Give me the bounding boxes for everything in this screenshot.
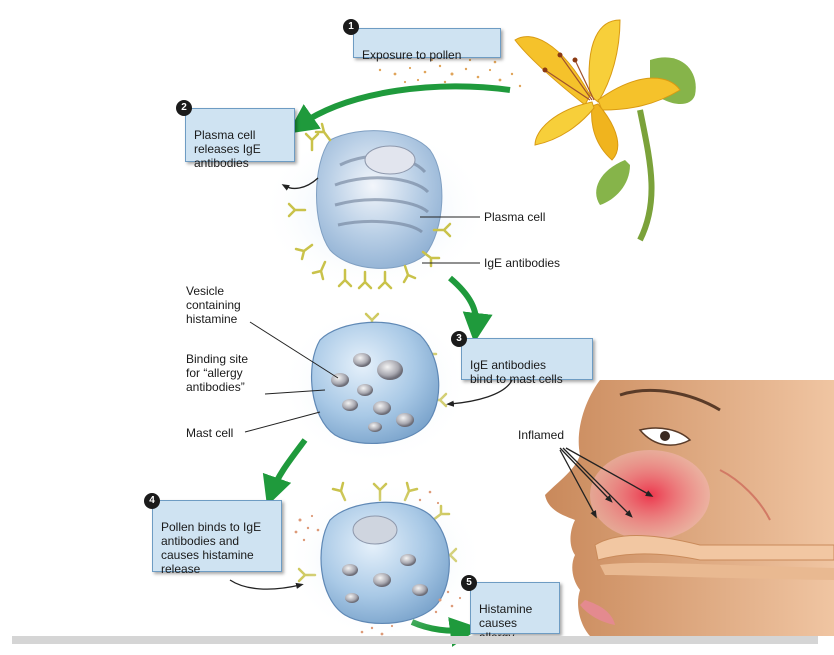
bottom-scroll-bar (12, 636, 818, 644)
step-3-badge: 3 (451, 331, 467, 347)
label-plasma-cell: Plasma cell (484, 210, 545, 224)
label-vesicle: Vesicle containing histamine (186, 284, 241, 326)
step-1-text: Exposure to pollen (362, 48, 461, 62)
label-binding-site: Binding site for “allergy antibodies” (186, 352, 248, 394)
step-3-text: IgE antibodies bind to mast cells (470, 358, 563, 386)
step-4-badge: 4 (144, 493, 160, 509)
step-5-box: Histamine causes allergy (470, 582, 560, 634)
arrow-pollen-to-plasma (300, 86, 510, 125)
mast-cell-releasing (285, 480, 485, 640)
step-4-text: Pollen binds to IgE antibodies and cause… (161, 520, 261, 576)
label-inflamed: Inflamed (518, 428, 564, 442)
step-5-badge: 5 (461, 575, 477, 591)
label-mast-cell: Mast cell (186, 426, 233, 440)
mast-cell (280, 305, 470, 465)
step-2-badge: 2 (176, 100, 192, 116)
step-1-box: Exposure to pollen (353, 28, 501, 58)
step-1-badge: 1 (343, 19, 359, 35)
step-3-box: IgE antibodies bind to mast cells (461, 338, 593, 380)
arrow-mast-to-pollen (272, 440, 305, 492)
label-ige-antibodies: IgE antibodies (484, 256, 560, 270)
pollen-stream (379, 59, 521, 87)
step-4-box: Pollen binds to IgE antibodies and cause… (152, 500, 282, 572)
lily-flower (515, 20, 696, 240)
arrow-plasma-to-mast (450, 278, 476, 328)
step-2-box: Plasma cell releases IgE antibodies (185, 108, 295, 162)
face-profile (545, 380, 834, 636)
